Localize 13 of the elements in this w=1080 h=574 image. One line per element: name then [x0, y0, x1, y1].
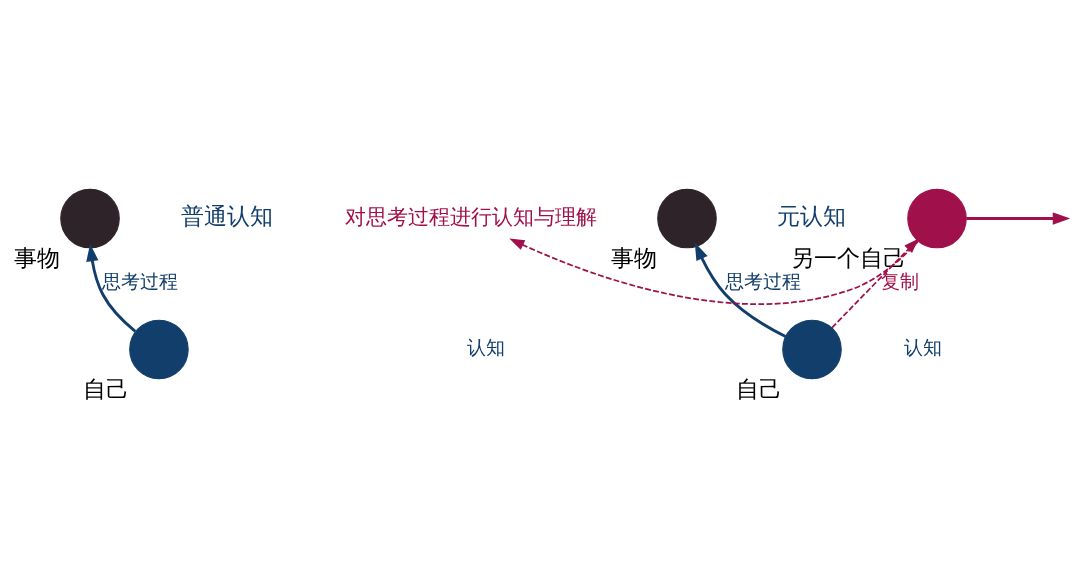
- label: 普通认知: [180, 201, 273, 230]
- node-text: 对思考过程进行认知与理解: [344, 203, 597, 229]
- label: 元认知: [777, 201, 847, 230]
- node-label: 事物: [13, 243, 60, 272]
- label: 认知: [467, 336, 506, 358]
- node-label: 自己: [735, 374, 782, 403]
- edge-label: 思考过程: [724, 270, 801, 292]
- node-label: 另一个自己: [790, 243, 906, 272]
- node-label: 事物: [610, 243, 657, 272]
- edge-label: 思考过程: [102, 270, 179, 292]
- edge-label: 复制: [880, 270, 919, 292]
- label: 认知: [903, 336, 942, 358]
- node-label: 自己: [82, 374, 129, 403]
